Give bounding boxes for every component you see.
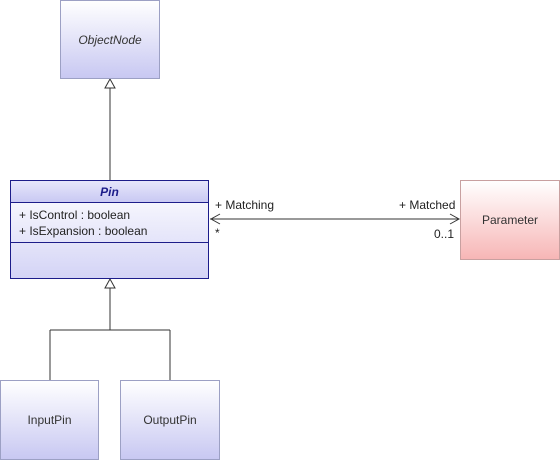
association-source-role: + Matching [215, 198, 275, 212]
pin-class[interactable]: Pin + IsControl : boolean + IsExpansion … [10, 180, 209, 279]
parameter-class[interactable]: Parameter [460, 180, 560, 260]
outputpin-class[interactable]: OutputPin [120, 380, 220, 460]
association-source-multiplicity: * [215, 226, 220, 240]
association-arrowhead-pin [209, 213, 221, 225]
objectnode-class[interactable]: ObjectNode [60, 0, 160, 79]
pin-attributes-compartment: + IsControl : boolean + IsExpansion : bo… [11, 203, 208, 243]
inputpin-class[interactable]: InputPin [0, 380, 99, 460]
pin-class-name: Pin [11, 181, 208, 203]
objectnode-class-name: ObjectNode [78, 32, 142, 47]
pin-attribute-iscontrol: + IsControl : boolean [19, 208, 131, 222]
association-arrowhead-parameter [449, 213, 461, 225]
generalization-arrowhead-objectnode [104, 77, 116, 89]
association-target-multiplicity: 0..1 [434, 227, 455, 241]
inputpin-class-name: InputPin [27, 413, 72, 427]
pin-attribute-isexpansion: + IsExpansion : boolean [19, 224, 148, 238]
parameter-class-name: Parameter [481, 213, 539, 227]
association-target-role: + Matched [399, 198, 456, 212]
generalization-arrowhead-pin [104, 277, 116, 289]
outputpin-class-name: OutputPin [143, 413, 197, 427]
